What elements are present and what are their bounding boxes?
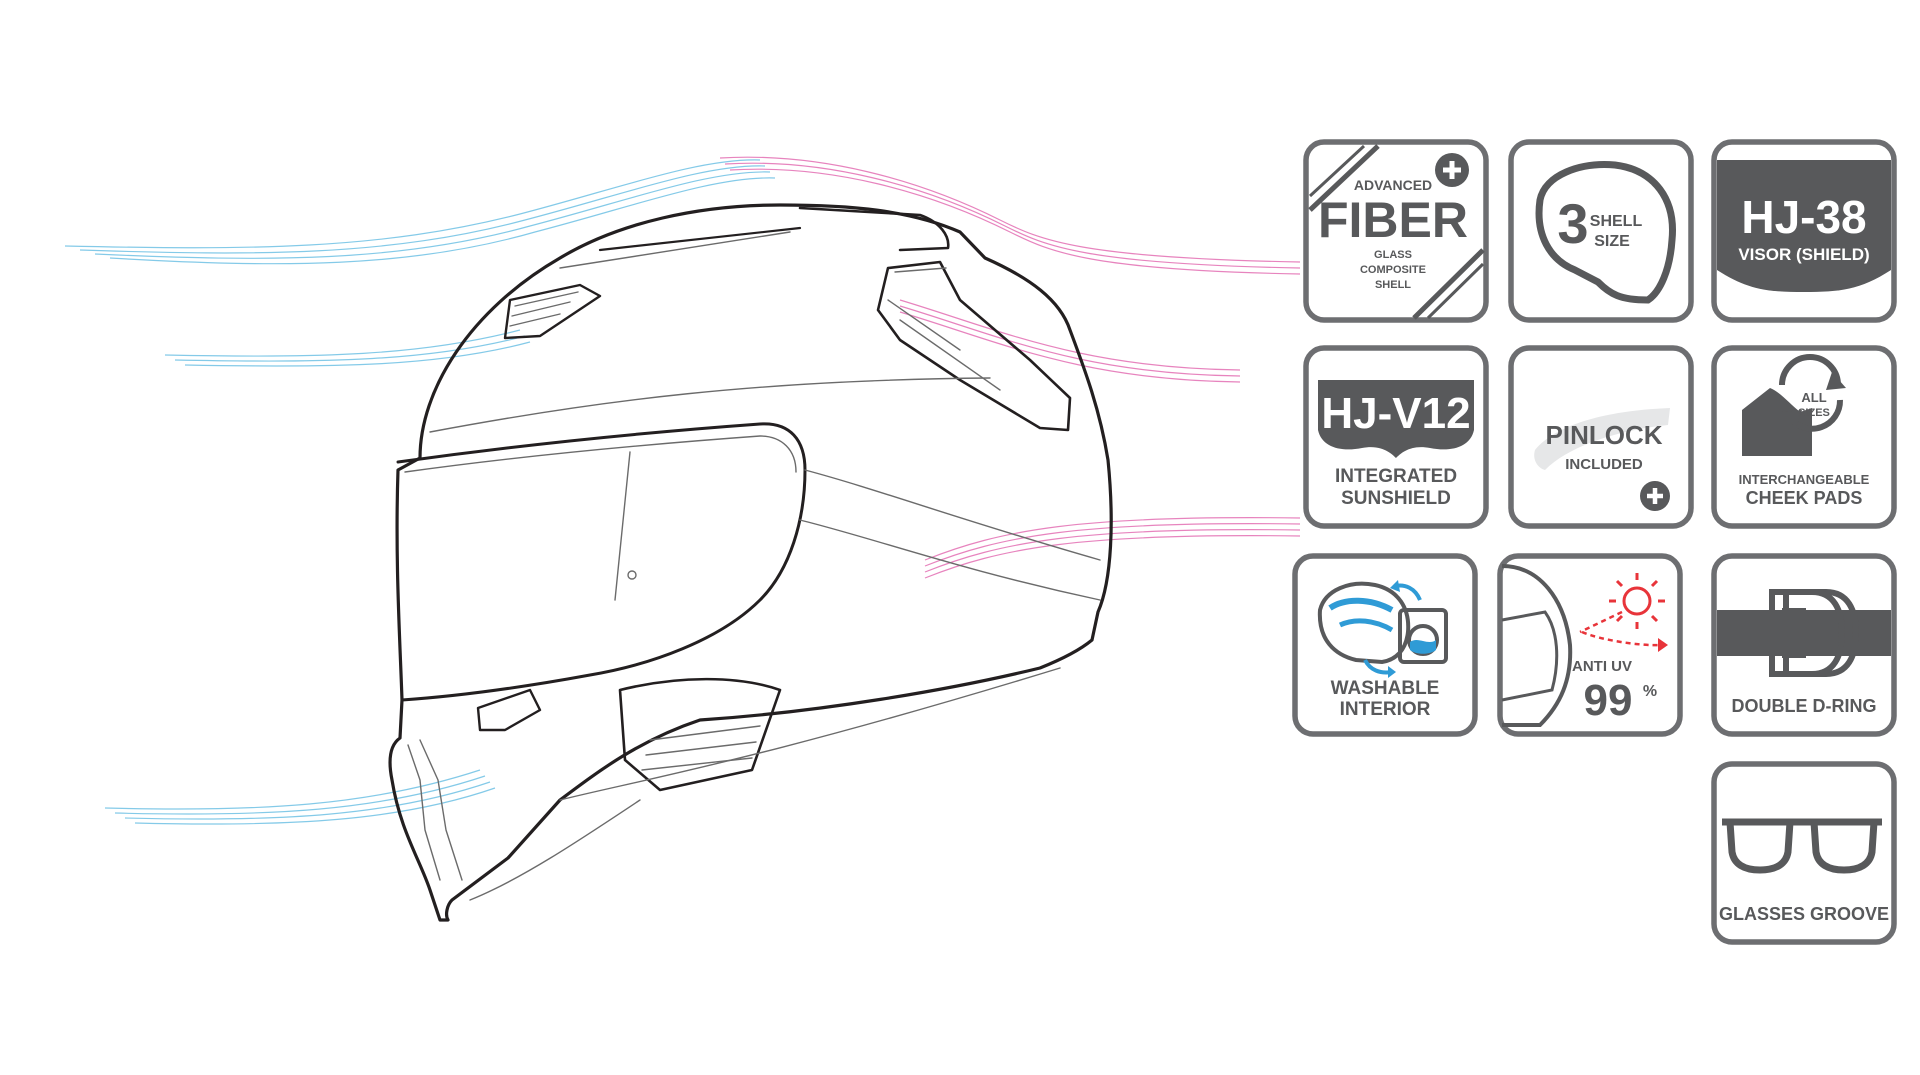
sun-icon bbox=[1609, 573, 1665, 629]
visor-sub-label: VISOR (SHIELD) bbox=[1738, 245, 1869, 264]
sunshield-label-1: INTEGRATED bbox=[1335, 466, 1457, 487]
airflow-top bbox=[64, 156, 1301, 275]
pinlock-main-label: PINLOCK bbox=[1546, 420, 1663, 450]
airflow-bottom bbox=[104, 769, 496, 825]
fiber-top-label: ADVANCED bbox=[1354, 177, 1432, 193]
washable-label-1: WASHABLE bbox=[1331, 678, 1440, 699]
badge-pinlock: PINLOCK INCLUDED bbox=[1508, 345, 1694, 529]
helmet-outline-icon bbox=[1535, 161, 1676, 304]
helmet-liner-icon bbox=[1317, 581, 1411, 665]
badge-sunshield: HJ-V12 INTEGRATED SUNSHIELD bbox=[1303, 345, 1489, 529]
cheek-pad-icon bbox=[1742, 388, 1812, 456]
airflow-mid bbox=[164, 299, 1301, 579]
sunshield-shape-icon bbox=[1318, 380, 1474, 458]
badge-fiber: ADVANCED FIBER GLASS COMPOSITE SHELL bbox=[1303, 139, 1489, 323]
uv-ray-arrows-icon bbox=[1579, 610, 1661, 647]
cheek-icon-text-1: ALL bbox=[1801, 390, 1826, 405]
badge-anti-uv: ANTI UV 99 % bbox=[1497, 553, 1683, 737]
shell-label-1: SHELL bbox=[1590, 213, 1643, 230]
dring-label: DOUBLE D-RING bbox=[1732, 696, 1877, 716]
sunshield-label-2: SUNSHIELD bbox=[1341, 488, 1451, 509]
airflow-lines bbox=[64, 156, 1301, 825]
helmet-visor-icon bbox=[1501, 564, 1573, 727]
helmet-illustration bbox=[388, 203, 1113, 922]
antiuv-value: 99 bbox=[1584, 676, 1633, 725]
badge-shell-size: 3 SHELL SIZE bbox=[1508, 139, 1694, 323]
visor-shape-icon bbox=[1717, 160, 1891, 292]
washable-label-2: INTERIOR bbox=[1340, 699, 1431, 720]
badge-visor: HJ-38 VISOR (SHIELD) bbox=[1711, 139, 1897, 323]
plus-circle-icon bbox=[1435, 153, 1469, 187]
badge-washable: WASHABLE INTERIOR bbox=[1292, 553, 1478, 737]
fiber-sub-label-1: GLASS bbox=[1374, 249, 1412, 261]
corner-stripes-icon bbox=[1308, 144, 1485, 320]
antiuv-unit: % bbox=[1643, 683, 1657, 700]
washing-machine-icon bbox=[1398, 608, 1448, 664]
badge-cheek-pads: ALL SIZES INTERCHANGEABLE CHEEK PADS bbox=[1711, 345, 1897, 529]
antiuv-label: ANTI UV bbox=[1572, 658, 1632, 675]
cycle-arrows-icon bbox=[1779, 354, 1846, 432]
cheek-label-1: INTERCHANGEABLE bbox=[1739, 472, 1870, 487]
d-ring-icon bbox=[1769, 589, 1860, 677]
glasses-icon bbox=[1722, 818, 1882, 874]
fiber-sub-label-2: COMPOSITE bbox=[1360, 264, 1426, 276]
glasses-label: GLASSES GROOVE bbox=[1719, 904, 1889, 924]
pinlock-lens-icon bbox=[1534, 408, 1670, 470]
badge-glasses-groove: GLASSES GROOVE bbox=[1711, 761, 1897, 945]
shell-number: 3 bbox=[1557, 192, 1588, 255]
visor-main-label: HJ-38 bbox=[1741, 191, 1866, 243]
sunshield-main-label: HJ-V12 bbox=[1321, 389, 1470, 438]
pinlock-sub-label: INCLUDED bbox=[1565, 456, 1643, 473]
shell-label-2: SIZE bbox=[1594, 233, 1630, 250]
fiber-sub-label-3: SHELL bbox=[1375, 279, 1411, 291]
plus-circle-icon bbox=[1640, 481, 1670, 511]
cheek-icon-text-2: SIZES bbox=[1798, 407, 1830, 419]
cheek-label-2: CHEEK PADS bbox=[1746, 488, 1863, 508]
fiber-main-label: FIBER bbox=[1318, 192, 1468, 248]
badge-double-d-ring: DOUBLE D-RING bbox=[1711, 553, 1897, 737]
